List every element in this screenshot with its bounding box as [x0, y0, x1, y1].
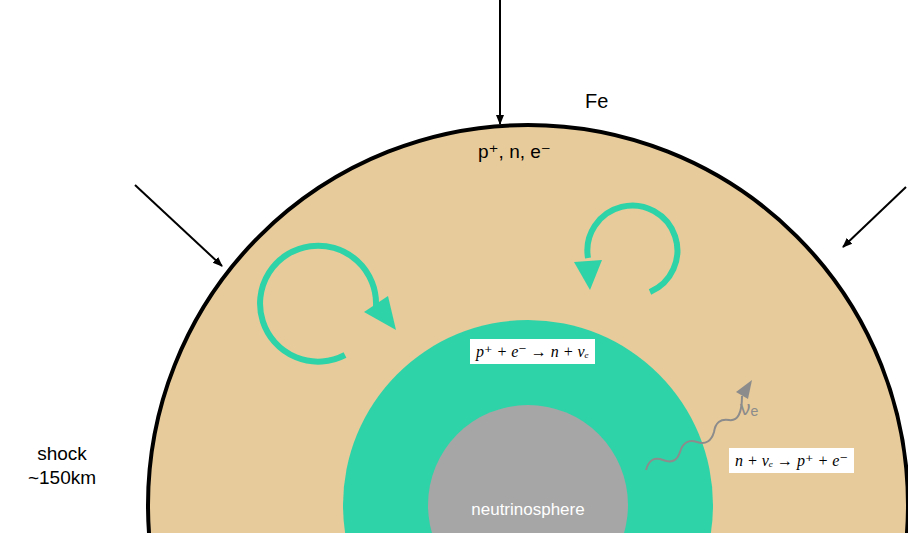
- convection-arrow: [587, 206, 677, 292]
- infall-arrow: [135, 185, 222, 266]
- reaction-box: p⁺ + e⁻ → n + νₑ: [470, 339, 595, 364]
- convection-arrowhead: [364, 296, 396, 330]
- convection-arrow: [260, 246, 376, 362]
- neutrino-label: νₑ: [740, 396, 758, 420]
- infall-arrow: [843, 187, 906, 247]
- reaction-box: n + νₑ → p⁺ + e⁻: [729, 448, 854, 473]
- infall-arrow: [499, 0, 501, 124]
- shock-label: shock ~150km: [22, 442, 102, 490]
- gain-layer: [343, 320, 713, 533]
- convection-arrowhead: [574, 260, 602, 290]
- neutrino-wave: [646, 396, 742, 470]
- element-label: Fe: [585, 90, 608, 113]
- node-text: p⁺ + e⁻ → n + νₑ: [476, 343, 589, 360]
- particle-label: p⁺, n, e⁻: [478, 140, 551, 163]
- shock-front: [148, 125, 908, 533]
- node-text: n + νₑ → p⁺ + e⁻: [735, 452, 848, 469]
- node-text: neutrinosphere: [428, 500, 628, 520]
